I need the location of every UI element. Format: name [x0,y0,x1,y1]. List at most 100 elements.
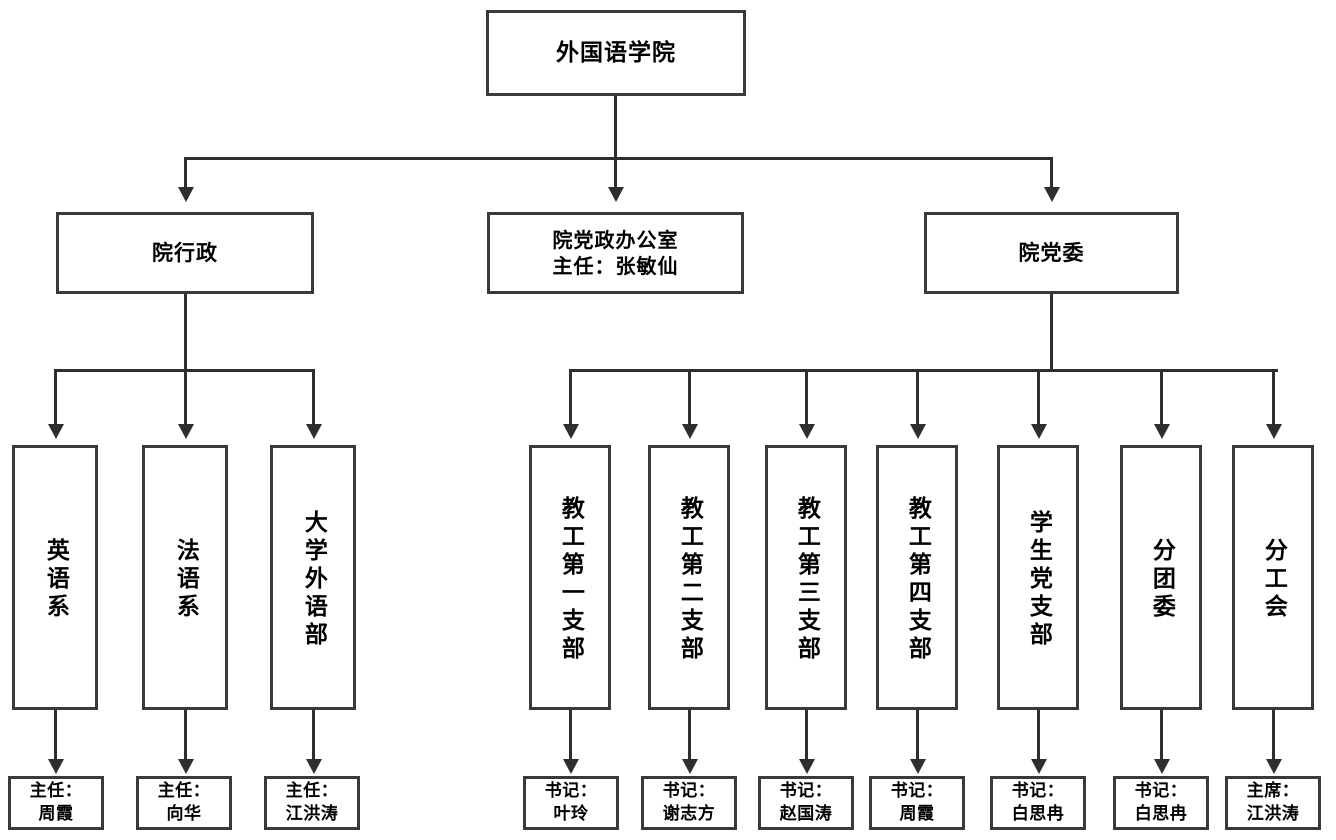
node-party-unit-4[interactable]: 学生党支部 [997,445,1079,710]
node-party-unit-3[interactable]: 教工第四支部 [876,445,958,710]
node-root-school[interactable]: 外国语学院 [486,10,746,96]
node-party-unit-5[interactable]: 分团委 [1120,445,1202,710]
arrow-party-to-unit-1 [682,424,698,439]
node-party-unit-1[interactable]: 教工第二支部 [648,445,730,710]
arrow-party-unit-1-to-leader [682,759,698,774]
node-party-leader-3[interactable]: 书记： 周霞 [869,776,965,830]
node-party-unit-5-label: 分团委 [1148,537,1175,622]
node-party-unit-2-label: 教工第三支部 [793,495,820,664]
arrow-root-to-party [1044,187,1060,202]
node-admin-leader-1-name: 向华 [166,804,202,824]
connector-root-to-party [1050,157,1053,187]
connector-party-to-unit-4 [1037,369,1040,425]
node-party-leader-6[interactable]: 主席： 江洪涛 [1225,776,1321,830]
node-admin-leader-0-title: 主任： [29,781,83,802]
connector-party-stem [1050,294,1053,371]
node-admin-leader-0[interactable]: 主任： 周霞 [8,776,104,830]
node-party-leader-5-name: 白思冉 [1134,804,1188,824]
connector-party-to-unit-5 [1160,369,1163,425]
connector-party-unit-0-to-leader [569,710,572,760]
connector-admin-to-unit-0 [54,369,57,425]
node-party-unit-6[interactable]: 分工会 [1232,445,1314,710]
connector-admin-unit-2-to-leader [312,710,315,760]
node-party-unit-0-label: 教工第一支部 [557,495,584,664]
node-party-leader-2-title: 书记： [779,781,833,802]
node-party-leader-5[interactable]: 书记： 白思冉 [1113,776,1209,830]
connector-party-unit-2-to-leader [805,710,808,760]
node-root-school-label: 外国语学院 [556,39,676,66]
node-party-leader-5-title: 书记： [1134,781,1188,802]
arrow-party-to-unit-5 [1154,424,1170,439]
arrow-party-to-unit-4 [1031,424,1047,439]
node-party-leader-3-title: 书记： [890,781,944,802]
node-admin[interactable]: 院行政 [56,212,314,294]
node-party-leader-0[interactable]: 书记： 叶玲 [523,776,619,830]
node-admin-leader-0-name: 周霞 [38,804,74,824]
arrow-party-unit-0-to-leader [563,759,579,774]
connector-admin-to-unit-1 [184,369,187,425]
node-admin-leader-2[interactable]: 主任： 江洪涛 [264,776,360,830]
arrow-admin-unit-0-to-leader [48,759,64,774]
node-party-unit-1-label: 教工第二支部 [676,495,703,664]
node-office[interactable]: 院党政办公室 主任：张敏仙 [487,212,744,294]
node-party[interactable]: 院党委 [924,212,1179,294]
node-party-leader-2[interactable]: 书记： 赵国涛 [758,776,854,830]
node-admin-leader-1-title: 主任： [157,781,211,802]
connector-root-to-office [614,157,617,187]
node-office-label: 院党政办公室 [552,228,679,252]
arrow-party-to-unit-0 [563,424,579,439]
node-party-leader-2-name: 赵国涛 [779,804,833,824]
node-admin-leader-2-name: 江洪涛 [285,804,339,824]
arrow-party-unit-2-to-leader [799,759,815,774]
connector-party-unit-4-to-leader [1037,710,1040,760]
connector-party-to-unit-6 [1272,369,1275,425]
arrow-party-to-unit-2 [799,424,815,439]
node-party-unit-0[interactable]: 教工第一支部 [529,445,611,710]
node-party-leader-0-name: 叶玲 [553,804,589,824]
connector-root-stem [614,96,617,158]
connector-party-unit-3-to-leader [916,710,919,760]
arrow-admin-unit-2-to-leader [306,759,322,774]
node-party-unit-2[interactable]: 教工第三支部 [765,445,847,710]
arrow-root-to-office [608,187,624,202]
arrow-party-unit-4-to-leader [1031,759,1047,774]
node-party-unit-4-label: 学生党支部 [1025,509,1052,650]
node-admin-leader-2-title: 主任： [285,781,339,802]
connector-party-unit-6-to-leader [1272,710,1275,760]
arrow-party-unit-5-to-leader [1154,759,1170,774]
node-party-leader-1-name: 谢志方 [662,804,716,824]
arrow-party-unit-6-to-leader [1266,759,1282,774]
arrow-root-to-admin [178,187,194,202]
node-admin-label: 院行政 [152,240,218,265]
node-party-unit-3-label: 教工第四支部 [904,495,931,664]
node-admin-unit-2[interactable]: 大学外语部 [270,445,356,710]
connector-admin-stem [184,294,187,371]
arrow-admin-to-unit-1 [178,424,194,439]
arrow-admin-unit-1-to-leader [178,759,194,774]
node-party-leader-4[interactable]: 书记： 白思冉 [990,776,1086,830]
node-admin-unit-0-label: 英语系 [42,537,69,622]
node-party-leader-0-title: 书记： [544,781,598,802]
connector-party-to-unit-1 [688,369,691,425]
arrow-admin-to-unit-2 [306,424,322,439]
arrow-party-to-unit-3 [910,424,926,439]
node-party-leader-1-title: 书记： [662,781,716,802]
node-party-leader-3-name: 周霞 [899,804,935,824]
connector-party-to-unit-0 [569,369,572,425]
node-party-leader-6-name: 江洪涛 [1246,804,1300,824]
node-party-unit-6-label: 分工会 [1260,537,1287,622]
connector-party-unit-1-to-leader [688,710,691,760]
connector-party-to-unit-3 [916,369,919,425]
connector-root-bus [184,157,1053,160]
node-admin-unit-1[interactable]: 法语系 [142,445,228,710]
connector-admin-unit-1-to-leader [184,710,187,760]
connector-admin-unit-0-to-leader [54,710,57,760]
connector-party-bus [569,369,1278,372]
node-admin-unit-0[interactable]: 英语系 [12,445,98,710]
node-party-leader-1[interactable]: 书记： 谢志方 [641,776,737,830]
connector-party-to-unit-2 [805,369,808,425]
arrow-admin-to-unit-0 [48,424,64,439]
node-admin-leader-1[interactable]: 主任： 向华 [136,776,232,830]
arrow-party-unit-3-to-leader [910,759,926,774]
